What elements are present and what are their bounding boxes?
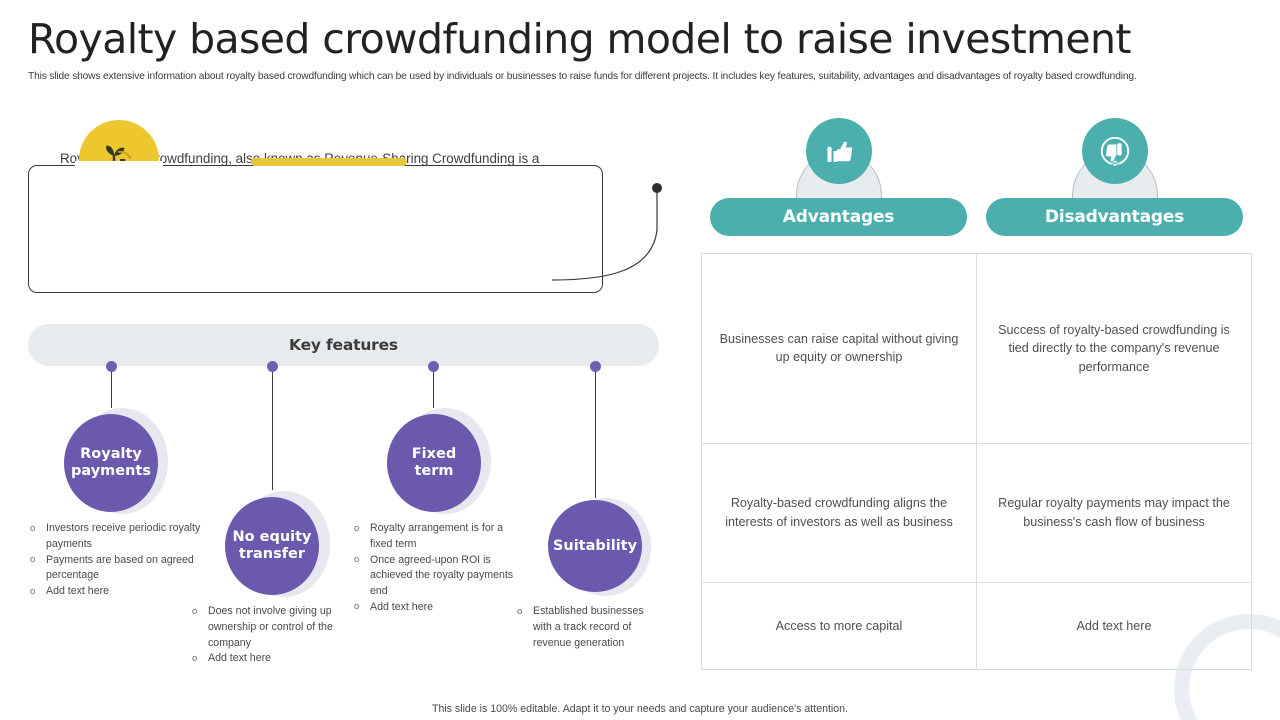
advantage-cell: Royalty-based crowdfunding aligns the in… [701,442,977,583]
thumbs-down-circle-icon [1081,118,1148,184]
intro-callout: Royalty based crowdfunding, also known a… [28,120,668,305]
feature-circle-label-line2: transfer [238,546,306,562]
callout-notch [75,161,163,169]
advantages-pill[interactable]: Advantages [710,198,967,236]
feature-circle-label-line2: term [414,463,454,479]
callout-accent-bar [251,158,407,166]
feature-bullets-4: Established businesses with a track reco… [515,603,665,651]
connector-dot-1 [106,361,117,372]
feature-circle-label-line1: No equity [232,529,312,545]
feature-bullets-3: Royalty arrangement is for a fixed term … [352,521,522,616]
callout-box [28,165,603,293]
key-features-label: Key features [289,336,398,354]
list-item: Royalty arrangement is for a fixed term [352,521,522,553]
callout-pointer-tail [551,183,662,281]
feature-circle-suitability[interactable]: Suitability [548,500,642,592]
list-item: Add text here [352,599,522,616]
disadvantage-cell: Add text here [976,581,1252,671]
advantage-cell: Access to more capital [701,581,977,671]
list-item: Add text here [190,651,370,667]
feature-circle-fixed-term[interactable]: Fixed term [387,414,481,512]
list-item: Add text here [28,584,203,600]
key-features-bar: Key features [28,324,659,366]
page-subtitle: This slide shows extensive information a… [28,71,1137,82]
list-item: Once agreed-upon ROI is achieved the roy… [352,552,522,600]
connector-dot-2 [267,361,278,372]
disadvantage-cell: Regular royalty payments may impact the … [976,442,1252,583]
connector-line-2 [272,370,274,490]
feature-circle-no-equity-transfer[interactable]: No equity transfer [225,497,319,595]
disadvantage-cell: Success of royalty-based crowdfunding is… [976,253,1252,444]
table-row: Access to more capital Add text here [701,581,1252,671]
connector-line-4 [595,370,597,498]
disadvantages-pill[interactable]: Disadvantages [986,198,1243,236]
connector-line-1 [111,370,113,408]
table-row: Royalty-based crowdfunding aligns the in… [701,442,1252,583]
footer-note: This slide is 100% editable. Adapt it to… [431,703,849,715]
connector-dot-3 [428,361,439,372]
thumbs-up-growth-icon [805,118,872,184]
feature-circle-label-line1: Suitability [552,537,638,554]
connector-dot-4 [590,361,601,372]
table-row: Businesses can raise capital without giv… [701,253,1252,444]
feature-bullets-2: Does not involve giving up ownership or … [190,603,370,667]
feature-circle-royalty-payments[interactable]: Royalty payments [64,414,158,512]
feature-bullets-1: Investors receive periodic royalty payme… [28,521,203,600]
list-item: Established businesses with a track reco… [515,603,665,651]
advantage-cell: Businesses can raise capital without giv… [701,253,977,444]
list-item: Does not involve giving up ownership or … [190,603,370,651]
list-item: Payments are based on agreed percentage [28,552,203,585]
advantages-title: Advantages [782,207,895,227]
disadvantages-title: Disadvantages [1044,207,1185,227]
feature-circle-label-line1: Fixed [411,446,457,462]
connector-line-3 [433,370,435,408]
page-title: Royalty based crowdfunding model to rais… [28,15,1131,63]
list-item: Investors receive periodic royalty payme… [28,521,203,553]
comparison-table: Businesses can raise capital without giv… [701,253,1252,671]
feature-circle-label-line1: Royalty [80,446,142,462]
feature-circle-label-line2: payments [71,463,151,479]
